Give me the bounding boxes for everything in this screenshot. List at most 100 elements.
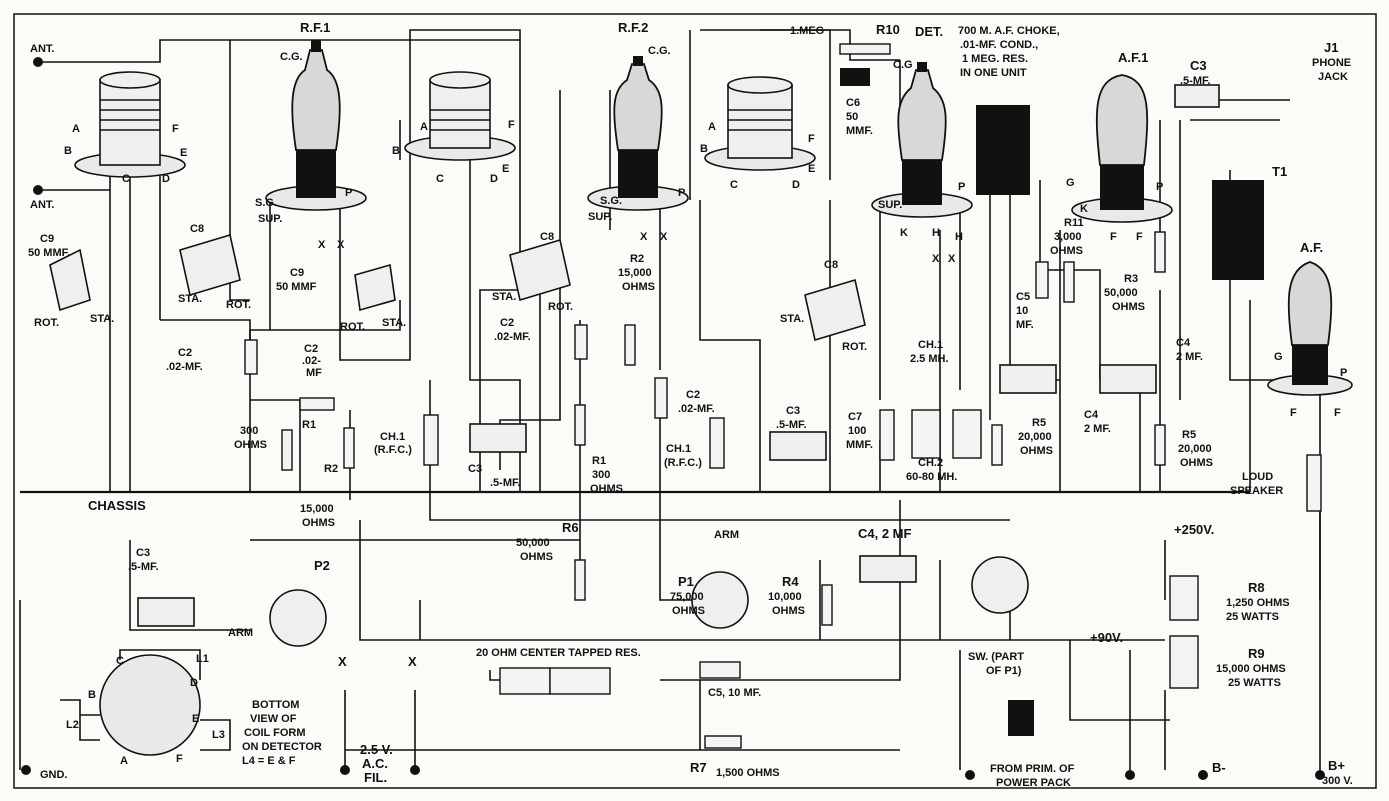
coil-l3: L3 <box>212 729 225 741</box>
label-c3-2-val: .5-MF. <box>776 419 807 431</box>
label-c2-2-mf: MF <box>306 367 322 379</box>
label-rot-5: ROT. <box>842 341 867 353</box>
label-r2: R2 <box>324 463 338 475</box>
label-r1-val: 300 <box>240 425 258 437</box>
label-p1: P1 <box>678 574 694 589</box>
coil-form-bottom-view <box>60 649 231 756</box>
label-r2-b-val: 15,000 <box>618 267 652 279</box>
label-r9-val: 15,000 OHMS <box>1216 663 1286 675</box>
label-r2-b-unit: OHMS <box>622 281 655 293</box>
coil-pin-b: B <box>88 689 96 701</box>
label-fil-3: FIL. <box>364 770 387 785</box>
label-c7-val: 100 <box>848 425 866 437</box>
label-x-2: X <box>337 239 345 251</box>
label-r6: R6 <box>562 520 579 535</box>
label-c2-3: C2 <box>500 317 514 329</box>
label-c8-1: C8 <box>190 223 204 235</box>
label-det: DET. <box>915 24 943 39</box>
variable-capacitors <box>49 233 866 342</box>
label-c2-4-val: .02-MF. <box>678 403 715 415</box>
label-r4: R4 <box>782 574 799 589</box>
label-ch1-b: CH.1 <box>918 339 943 351</box>
label-p1-unit: OHMS <box>672 605 705 617</box>
label-bplus: B+ <box>1328 758 1345 773</box>
label-rf2: R.F.2 <box>618 20 648 35</box>
diagram-frame <box>13 13 1377 789</box>
label-sg-3: S.G. <box>914 175 936 187</box>
label-h-det-2: H <box>955 231 963 243</box>
label-c6-val: 50 <box>846 111 858 123</box>
label-x-det-2: X <box>948 253 956 265</box>
label-r9-w: 25 WATTS <box>1228 677 1281 689</box>
pin-b-2: B <box>392 145 400 157</box>
label-r8: R8 <box>1248 580 1265 595</box>
label-h-det-1: H <box>932 227 940 239</box>
coil-pin-a: A <box>120 755 128 767</box>
label-f-af1-1: F <box>1110 231 1117 243</box>
label-c7: C7 <box>848 411 862 423</box>
tube-det <box>871 62 973 218</box>
label-r1-b: R1 <box>592 455 606 467</box>
label-x-det-1: X <box>932 253 940 265</box>
label-c5-unit: MF. <box>1016 319 1034 331</box>
label-c9-1-val: 50 MMF. <box>28 247 70 259</box>
label-prim-2: POWER PACK <box>996 777 1071 789</box>
tube-af <box>1267 261 1353 396</box>
label-c2-1-val: .02-MF. <box>166 361 203 373</box>
label-sta-4: STA. <box>492 291 516 303</box>
coil-pin-c: C <box>116 655 124 667</box>
label-c8-3: C8 <box>824 259 838 271</box>
coil-pin-d: D <box>190 677 198 689</box>
label-r2-unit: OHMS <box>302 517 335 529</box>
bottom-view-4: ON DETECTOR <box>242 741 322 753</box>
label-sta-2: STA. <box>178 293 202 305</box>
tube-af1 <box>1071 74 1173 223</box>
label-c4-1: C4 <box>1084 409 1099 421</box>
label-c9-1: C9 <box>40 233 54 245</box>
label-p1-val: 75,000 <box>670 591 704 603</box>
label-plus90: +90V. <box>1090 630 1123 645</box>
label-plus250: +250V. <box>1174 522 1214 537</box>
label-x-3: X <box>640 231 648 243</box>
label-choke-note-1: 700 M. A.F. CHOKE, <box>958 25 1060 37</box>
label-ch1: CH.1 <box>380 431 405 443</box>
label-loud: LOUD <box>1242 471 1273 483</box>
pin-a-3: A <box>708 121 716 133</box>
label-c5-b: C5, 10 MF. <box>708 687 761 699</box>
label-c9-2: C9 <box>290 267 304 279</box>
label-x-fil-2: X <box>408 654 417 669</box>
label-r8-w: 25 WATTS <box>1226 611 1279 623</box>
label-r8-val: 1,250 OHMS <box>1226 597 1290 609</box>
label-f-af1-2: F <box>1136 231 1143 243</box>
label-x-1: X <box>318 239 326 251</box>
label-r5-2-val: 20,000 <box>1178 443 1212 455</box>
rf-coil-1 <box>74 71 186 178</box>
label-c8-2: C8 <box>540 231 554 243</box>
label-c3-3-val: .5-MF. <box>1180 75 1211 87</box>
label-x-4: X <box>660 231 668 243</box>
label-k-det: K <box>900 227 908 239</box>
label-j1-desc2: JACK <box>1318 71 1348 83</box>
label-r7-val: 1,500 OHMS <box>716 767 780 779</box>
label-c7-unit: MMF. <box>846 439 873 451</box>
label-r4-unit: OHMS <box>772 605 805 617</box>
label-c9-2-val: 50 MMF <box>276 281 317 293</box>
label-arm-p2: ARM <box>228 627 253 639</box>
resistors <box>244 43 1322 749</box>
label-r11: R11 <box>1064 217 1084 229</box>
label-rot-4: ROT. <box>548 301 573 313</box>
label-ch1-rfc: (R.F.C.) <box>374 444 412 456</box>
label-bminus: B- <box>1212 760 1226 775</box>
bottom-view-3: COIL FORM <box>244 727 306 739</box>
pin-d-2: D <box>490 173 498 185</box>
label-p-3: P <box>958 181 965 193</box>
bottom-view-2: VIEW OF <box>250 713 297 725</box>
label-c2-1: C2 <box>178 347 192 359</box>
rf-coil-3 <box>704 76 816 171</box>
label-r11-unit: OHMS <box>1050 245 1083 257</box>
label-r4-val: 10,000 <box>768 591 802 603</box>
label-rot-3: ROT. <box>340 321 365 333</box>
label-fil-2: A.C. <box>362 756 388 771</box>
label-j1: J1 <box>1324 40 1338 55</box>
pin-e-2: E <box>502 163 509 175</box>
